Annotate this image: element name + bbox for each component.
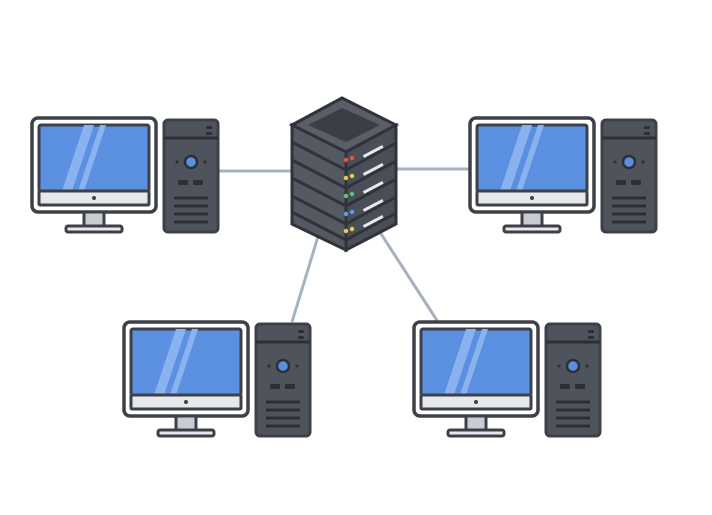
desktop-computer-icon	[30, 116, 220, 234]
server-rack-icon	[288, 96, 400, 253]
status-led-column	[343, 155, 355, 234]
connection-line	[290, 229, 322, 323]
desktop-computer-icon	[122, 320, 312, 438]
desktop-computer-icon	[412, 320, 602, 438]
connection-line	[374, 225, 440, 323]
desktop-computer-icon	[468, 116, 658, 234]
